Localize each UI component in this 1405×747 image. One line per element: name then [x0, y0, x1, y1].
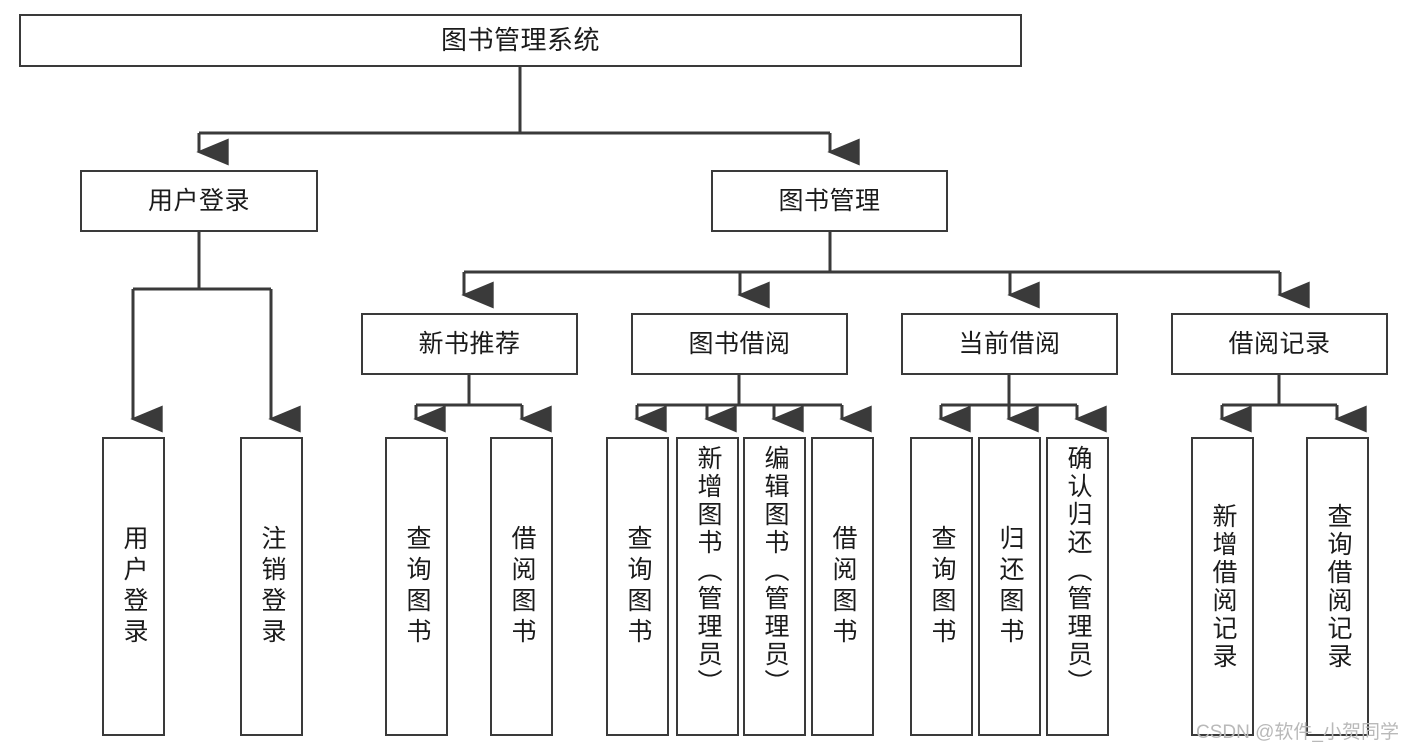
node-label: 借阅图书	[508, 524, 536, 649]
node-root-book-management-system[interactable]: 图书管理系统	[19, 14, 1022, 67]
node-label: 编辑图书（管理员）	[761, 445, 789, 697]
node-label: 新增借阅记录	[1209, 502, 1237, 671]
node-label: 用户登录	[147, 186, 250, 215]
node-label: 图书管理	[778, 186, 881, 215]
node-label: 新书推荐	[418, 329, 521, 358]
node-label: 注销登录	[258, 524, 286, 649]
node-new-book-recommend[interactable]: 新书推荐	[361, 313, 578, 375]
node-book-borrow[interactable]: 图书借阅	[631, 313, 848, 375]
csdn-watermark: CSDN @软件_小贺同学	[1196, 722, 1399, 743]
node-leaf-borrow-book-recommend[interactable]: 借阅图书	[490, 437, 553, 736]
node-current-borrow[interactable]: 当前借阅	[901, 313, 1118, 375]
node-leaf-logout[interactable]: 注销登录	[240, 437, 303, 736]
node-label: 查询图书	[624, 524, 652, 649]
node-leaf-query-book-current[interactable]: 查询图书	[910, 437, 973, 736]
node-leaf-query-borrow-record[interactable]: 查询借阅记录	[1306, 437, 1369, 736]
node-label: 借阅图书	[829, 524, 857, 649]
node-label: 查询图书	[403, 524, 431, 649]
node-leaf-user-login[interactable]: 用户登录	[102, 437, 165, 736]
node-leaf-return-book[interactable]: 归还图书	[978, 437, 1041, 736]
node-label: 当前借阅	[958, 329, 1061, 358]
node-user-login[interactable]: 用户登录	[80, 170, 318, 232]
node-label: 归还图书	[996, 524, 1024, 649]
node-label: 确认归还（管理员）	[1064, 445, 1092, 697]
node-label: 图书借阅	[688, 329, 791, 358]
node-label: 查询图书	[928, 524, 956, 649]
node-leaf-add-borrow-record[interactable]: 新增借阅记录	[1191, 437, 1254, 736]
node-leaf-add-book[interactable]: 新增图书（管理员）	[676, 437, 739, 736]
node-label: 用户登录	[120, 524, 148, 649]
node-leaf-query-book-recommend[interactable]: 查询图书	[385, 437, 448, 736]
node-label: 图书管理系统	[440, 24, 600, 55]
node-leaf-confirm-return[interactable]: 确认归还（管理员）	[1046, 437, 1109, 736]
node-label: 新增图书（管理员）	[694, 445, 722, 697]
node-leaf-query-book-borrow[interactable]: 查询图书	[606, 437, 669, 736]
node-leaf-borrow-book-borrow[interactable]: 借阅图书	[811, 437, 874, 736]
node-borrow-record[interactable]: 借阅记录	[1171, 313, 1388, 375]
node-leaf-edit-book[interactable]: 编辑图书（管理员）	[743, 437, 806, 736]
node-book-management[interactable]: 图书管理	[711, 170, 948, 232]
node-label: 借阅记录	[1228, 329, 1331, 358]
node-label: 查询借阅记录	[1324, 502, 1352, 671]
